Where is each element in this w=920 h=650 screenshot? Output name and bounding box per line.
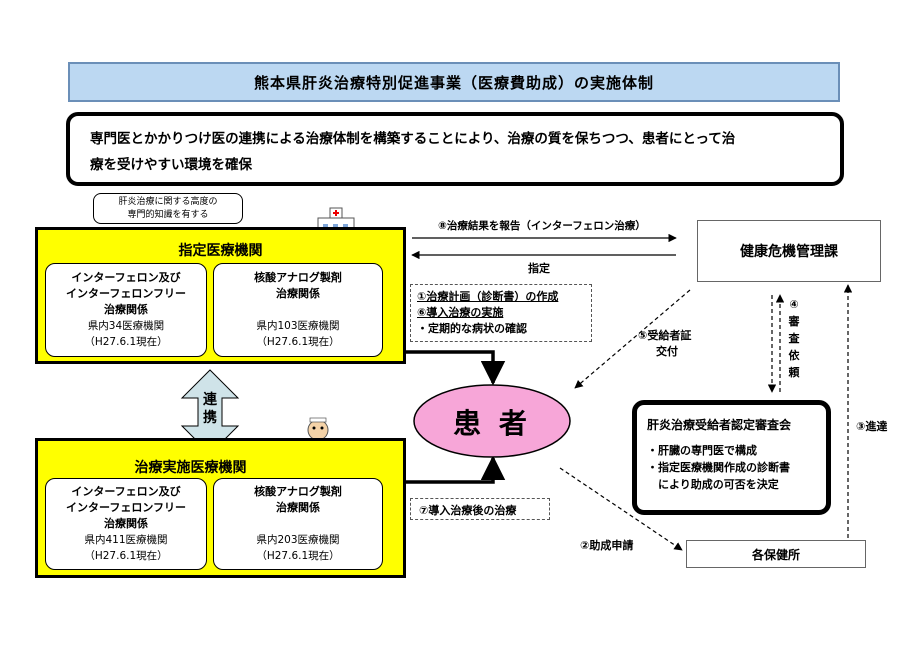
shitei-label: 指定 (528, 262, 550, 275)
implementing-to-patient-arrow (406, 455, 506, 484)
panel-line: 治療関係 (104, 517, 148, 530)
josei-shinsei-label: ②助成申請 (580, 539, 634, 552)
after-treatment-box: ⑦導入治療後の治療 (410, 498, 550, 520)
shinsakai-item-1: ・肝臓の専門医で構成 (647, 444, 757, 457)
plan-line-3: ・定期的な病状の確認 (417, 322, 527, 335)
patient-label: 患 者 (453, 407, 531, 440)
panel-count: 県内411医療機関 (84, 534, 168, 546)
panel-date: （H27.6.1現在） (84, 336, 168, 348)
plan-line-2: ⑥導入治療の実施 (417, 306, 504, 319)
shinsakai-title: 肝炎治療受給者認定審査会 (647, 418, 792, 432)
summary-line-2: 療を受けやすい環境を確保 (90, 157, 252, 173)
renkei-char: 連 (203, 392, 217, 408)
jukyu-line-2: 交付 (656, 345, 678, 358)
panel-count: 県内34医療機関 (87, 320, 165, 332)
renkei-label: 連 携 (200, 391, 220, 427)
treatment-plan-box: ①治療計画（診断書）の作成 ⑥導入治療の実施 ・定期的な病状の確認 (410, 284, 592, 342)
panel-line: 治療関係 (276, 501, 320, 514)
shintatsu-label: ③進達 (856, 420, 888, 433)
page-title: 熊本県肝炎治療特別促進事業（医療費助成）の実施体制 (68, 62, 840, 102)
shinsakai-item-2a: ・指定医療機関作成の診断書 (647, 461, 790, 474)
callout-line-1: 肝炎治療に関する高度の (118, 197, 218, 207)
panel-line: 治療関係 (276, 287, 320, 300)
hokenjo-label: 各保健所 (751, 547, 800, 562)
shinsakai-box: 肝炎治療受給者認定審査会 ・肝臓の専門医で構成 ・指定医療機関作成の診断書 によ… (632, 400, 831, 515)
designated-interferon-panel: インターフェロン及び インターフェロンフリー 治療関係 県内34医療機関 （H2… (45, 263, 207, 357)
panel-line: 核酸アナログ製剤 (254, 271, 342, 284)
panel-line: 核酸アナログ製剤 (254, 485, 342, 498)
panel-date: （H27.6.1現在） (256, 336, 340, 348)
implementing-nucleoside-panel: 核酸アナログ製剤 治療関係 県内203医療機関 （H27.6.1現在） (213, 478, 383, 570)
shinsa-irai-label: ④ 審 査 依 頼 (786, 296, 802, 381)
plan-line-1: ①治療計画（診断書）の作成 (417, 290, 559, 303)
panel-line: インターフェロン及び (71, 271, 181, 284)
panel-date: （H27.6.1現在） (256, 550, 340, 562)
implementing-interferon-panel: インターフェロン及び インターフェロンフリー 治療関係 県内411医療機関 （H… (45, 478, 207, 570)
panel-count: 県内103医療機関 (256, 320, 340, 332)
summary-box: 専門医とかかりつけ医の連携による治療体制を構築することにより、治療の質を保ちつつ… (66, 112, 844, 186)
designated-nucleoside-panel: 核酸アナログ製剤 治療関係 県内103医療機関 （H27.6.1現在） (213, 263, 383, 357)
jukyu-line-1: ⑤受給者証 (638, 329, 692, 342)
hokenjo-box: 各保健所 (686, 540, 866, 568)
shinsa-char: 依 (788, 349, 800, 362)
panel-line: 治療関係 (104, 303, 148, 316)
summary-line-1: 専門医とかかりつけ医の連携による治療体制を構築することにより、治療の質を保ちつつ… (90, 131, 736, 147)
jukyusha-sho-label: ⑤受給者証 交付 (638, 328, 691, 360)
expertise-callout: 肝炎治療に関する高度の 専門的知識を有する (93, 193, 243, 224)
panel-count: 県内203医療機関 (256, 534, 340, 546)
shinsa-char: ④ (789, 298, 799, 311)
designated-title: 指定医療機関 (178, 243, 263, 259)
patient-ellipse (413, 384, 571, 458)
panel-date: （H27.6.1現在） (84, 550, 168, 562)
shinsa-char: 頼 (788, 366, 800, 379)
panel-line: インターフェロンフリー (65, 501, 186, 514)
kenko-label: 健康危機管理課 (740, 244, 838, 260)
josei-arrow (559, 467, 683, 551)
report-label: ⑧治療結果を報告（インターフェロン治療） (438, 220, 646, 232)
shinsa-char: 審 (788, 315, 800, 328)
implementing-title: 治療実施医療機関 (134, 460, 247, 476)
designated-to-patient-arrow (406, 350, 506, 386)
shinsakai-item-2b: により助成の可否を決定 (658, 478, 779, 491)
kenko-kiki-kanri-ka-box: 健康危機管理課 (697, 220, 881, 282)
panel-line: インターフェロンフリー (65, 287, 186, 300)
renkei-char: 携 (203, 410, 217, 426)
shinsa-char: 査 (788, 332, 800, 345)
callout-line-2: 専門的知識を有する (127, 210, 209, 220)
panel-line: インターフェロン及び (71, 485, 181, 498)
